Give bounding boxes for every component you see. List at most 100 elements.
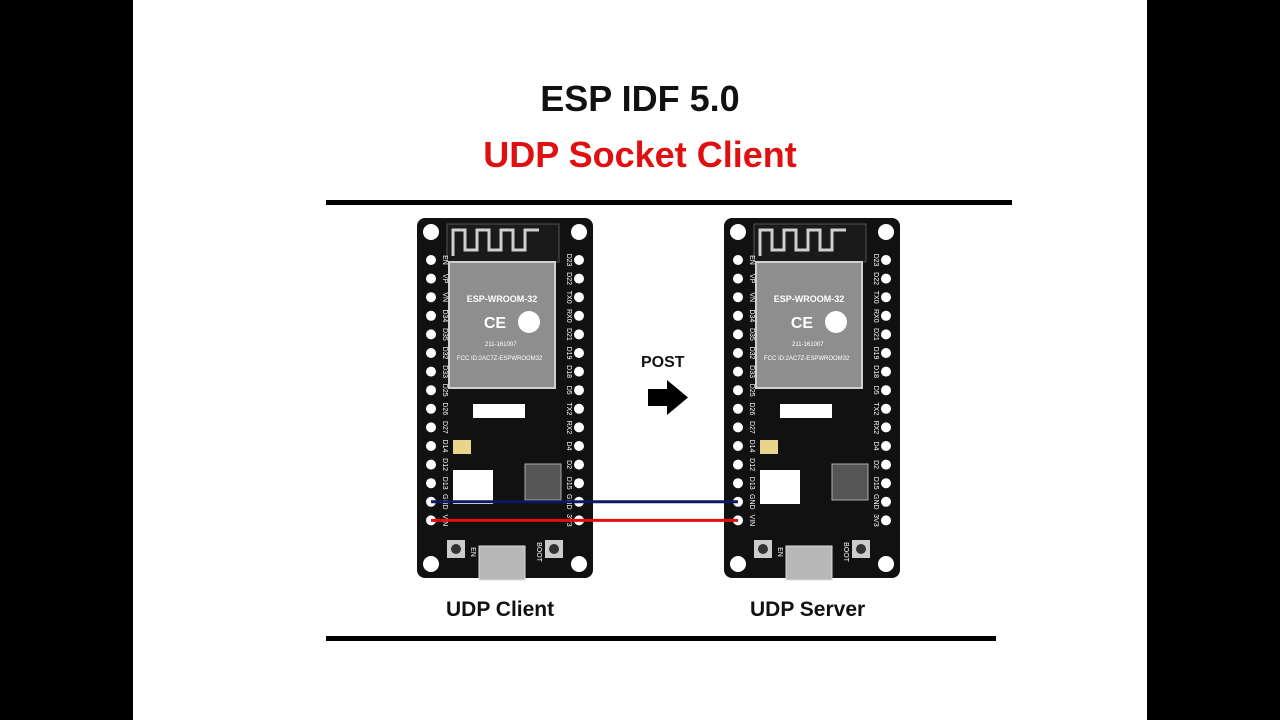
pin-label: D4 bbox=[872, 442, 879, 451]
module-label: ESP-WROOM-32 bbox=[467, 294, 538, 304]
pin-label: D12 bbox=[748, 458, 755, 471]
pin-label: TX2 bbox=[565, 402, 572, 415]
pin-label: D34 bbox=[441, 309, 448, 322]
ce-mark: CE bbox=[484, 315, 507, 332]
pin-hole bbox=[574, 422, 584, 433]
server-caption: UDP Server bbox=[750, 598, 866, 621]
pin-label: D27 bbox=[748, 421, 755, 434]
pin-hole bbox=[574, 292, 584, 303]
pin-hole bbox=[574, 348, 584, 358]
slide: ESP IDF 5.0 UDP Socket Client ESP-WROOM-… bbox=[133, 0, 1147, 720]
pin-hole bbox=[881, 496, 891, 507]
pin-hole bbox=[574, 310, 584, 321]
pin-label: D12 bbox=[441, 458, 448, 471]
pin-label: VN bbox=[748, 292, 755, 302]
right-arrow-icon bbox=[648, 380, 688, 415]
mounting-hole bbox=[571, 224, 587, 240]
pin-label: D21 bbox=[872, 328, 879, 341]
pin-hole bbox=[733, 366, 743, 377]
mounting-hole bbox=[423, 224, 439, 240]
pin-label: D32 bbox=[441, 347, 448, 360]
pin-hole bbox=[574, 403, 584, 414]
pin-label: VN bbox=[441, 292, 448, 302]
mounting-hole bbox=[730, 224, 746, 240]
pin-label: D5 bbox=[872, 386, 879, 395]
boot-button-cap bbox=[856, 544, 866, 554]
pin-hole bbox=[574, 329, 584, 340]
pin-hole bbox=[426, 403, 436, 414]
pin-hole bbox=[881, 385, 891, 396]
client-caption: UDP Client bbox=[446, 598, 555, 621]
cert-text: 211-161007 bbox=[792, 342, 824, 348]
pin-hole bbox=[881, 273, 891, 284]
pin-label: D26 bbox=[748, 402, 755, 415]
slide-subtitle: UDP Socket Client bbox=[483, 134, 797, 175]
pin-hole bbox=[426, 310, 436, 321]
led bbox=[760, 440, 778, 454]
pin-hole bbox=[733, 459, 743, 470]
pin-label: RX2 bbox=[872, 421, 879, 435]
pin-hole bbox=[881, 255, 891, 265]
pin-hole bbox=[426, 292, 436, 303]
pin-hole bbox=[881, 515, 891, 526]
pin-label: D23 bbox=[565, 254, 572, 267]
pin-label: D27 bbox=[441, 421, 448, 434]
pin-label: TX2 bbox=[872, 402, 879, 415]
pin-hole bbox=[733, 441, 743, 451]
pin-label: D4 bbox=[565, 442, 572, 451]
pin-hole bbox=[733, 310, 743, 321]
pin-label: VP bbox=[441, 274, 448, 284]
boot-button-cap bbox=[549, 544, 559, 554]
pin-label: D22 bbox=[872, 272, 879, 285]
pin-label: TX0 bbox=[565, 291, 572, 304]
en-button-label: EN bbox=[776, 547, 783, 557]
pin-hole bbox=[426, 273, 436, 284]
pin-label: D19 bbox=[565, 347, 572, 360]
pin-label: D21 bbox=[565, 328, 572, 341]
mounting-hole bbox=[571, 556, 587, 572]
pin-label: D14 bbox=[748, 440, 755, 453]
mounting-hole bbox=[878, 556, 894, 572]
pin-hole bbox=[574, 441, 584, 451]
pin-hole bbox=[426, 478, 436, 489]
pin-label: VIN bbox=[748, 515, 755, 527]
pin-label: D13 bbox=[441, 477, 448, 490]
pin-label: D18 bbox=[565, 365, 572, 378]
pin-label: VP bbox=[748, 274, 755, 284]
pin-hole bbox=[881, 478, 891, 489]
pin-label: EN bbox=[748, 255, 755, 265]
pin-label: D35 bbox=[748, 328, 755, 341]
pin-hole bbox=[426, 348, 436, 358]
antenna-trace bbox=[451, 228, 539, 256]
pin-hole bbox=[733, 273, 743, 284]
ce-mark: CE bbox=[791, 315, 814, 332]
pin-hole bbox=[426, 385, 436, 396]
pin-hole bbox=[881, 403, 891, 414]
pin-hole bbox=[426, 366, 436, 377]
pin-label: D19 bbox=[872, 347, 879, 360]
pin-hole bbox=[574, 385, 584, 396]
pin-label: D23 bbox=[872, 254, 879, 267]
pin-label: D13 bbox=[748, 477, 755, 490]
pin-label: GND bbox=[872, 494, 879, 510]
pin-label: D14 bbox=[441, 440, 448, 453]
pin-label: GND bbox=[748, 494, 755, 510]
pin-hole bbox=[426, 422, 436, 433]
usb-uart-chip bbox=[524, 463, 562, 501]
pin-hole bbox=[733, 292, 743, 303]
usb-port bbox=[785, 545, 833, 581]
module-label: ESP-WROOM-32 bbox=[774, 294, 845, 304]
pin-hole bbox=[574, 478, 584, 489]
pin-label: D25 bbox=[748, 384, 755, 397]
pin-hole bbox=[881, 292, 891, 303]
en-button-cap bbox=[758, 544, 768, 554]
led bbox=[453, 440, 471, 454]
pin-label: D33 bbox=[748, 365, 755, 378]
pin-label: D15 bbox=[565, 477, 572, 490]
pin-label: D2 bbox=[872, 460, 879, 469]
en-button-label: EN bbox=[469, 547, 476, 557]
pin-label: D25 bbox=[441, 384, 448, 397]
usb-port bbox=[478, 545, 526, 581]
pin-label: 3V3 bbox=[872, 514, 879, 527]
